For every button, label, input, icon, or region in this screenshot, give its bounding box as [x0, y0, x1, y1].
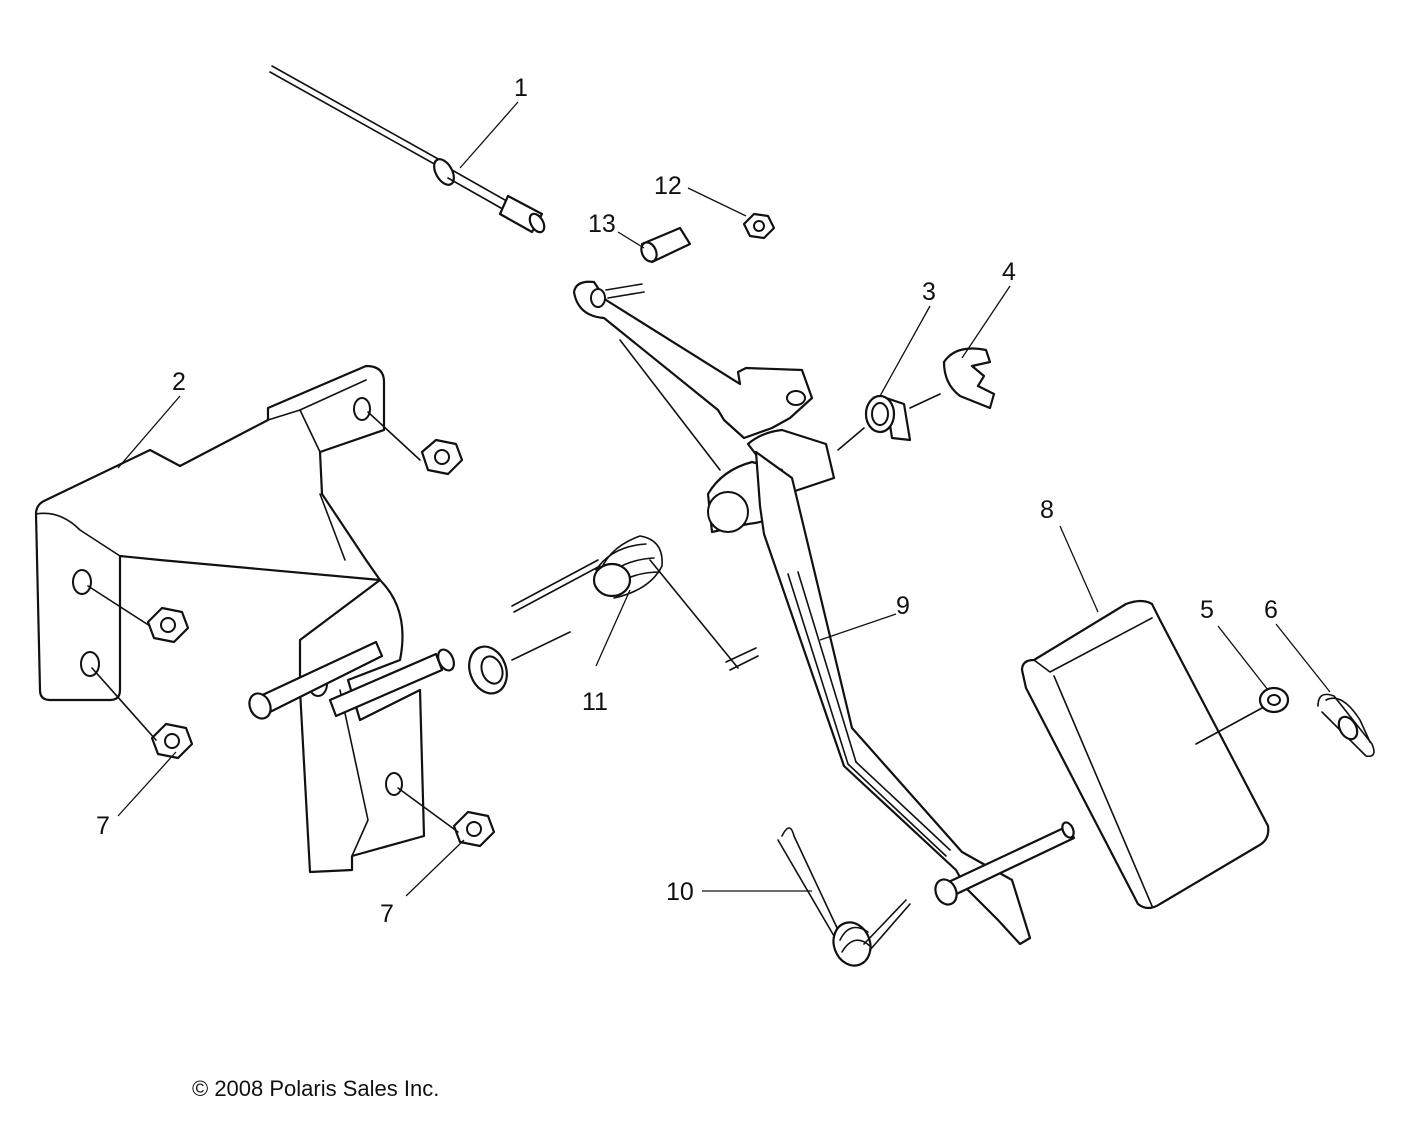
- callout-7a: 7: [96, 812, 110, 840]
- part-2-mounting-bracket: [34, 364, 455, 874]
- callout-7b: 7: [380, 900, 394, 928]
- part-3-bushing: [837, 394, 912, 451]
- part-5-washer: [1195, 686, 1290, 745]
- part-8-pedal-pad: [1020, 599, 1270, 910]
- callout-3: 3: [922, 278, 936, 306]
- part-11-torsion-spring: [511, 535, 759, 671]
- part-13-pin: [640, 226, 692, 264]
- callout-4: 4: [1002, 258, 1016, 286]
- callout-10: 10: [666, 878, 694, 906]
- part-6-hairpin-clip: [1317, 693, 1375, 758]
- part-12-nut: [742, 212, 776, 240]
- callout-6: 6: [1264, 596, 1278, 624]
- part-4-e-clip: [909, 347, 996, 410]
- part-9-pedal-arm: [572, 280, 1076, 946]
- callout-2: 2: [172, 368, 186, 396]
- part-7-flange-nuts: [87, 411, 496, 848]
- copyright-notice: © 2008 Polaris Sales Inc.: [192, 1076, 440, 1101]
- part-10-torsion-spring: [777, 827, 911, 967]
- leader-lines: [117, 101, 1331, 897]
- callout-1: 1: [514, 74, 528, 102]
- callout-8: 8: [1040, 496, 1054, 524]
- callout-12: 12: [654, 172, 682, 200]
- part-1-cable: [269, 65, 546, 234]
- callout-9: 9: [896, 592, 910, 620]
- shaft-bushing: [468, 631, 571, 695]
- callout-labels: 1 2 3 4 5 6 7 7 8 9 10 11 12 13: [96, 74, 1278, 928]
- callout-11: 11: [582, 688, 608, 716]
- callout-13: 13: [588, 210, 616, 238]
- callout-5: 5: [1200, 596, 1214, 624]
